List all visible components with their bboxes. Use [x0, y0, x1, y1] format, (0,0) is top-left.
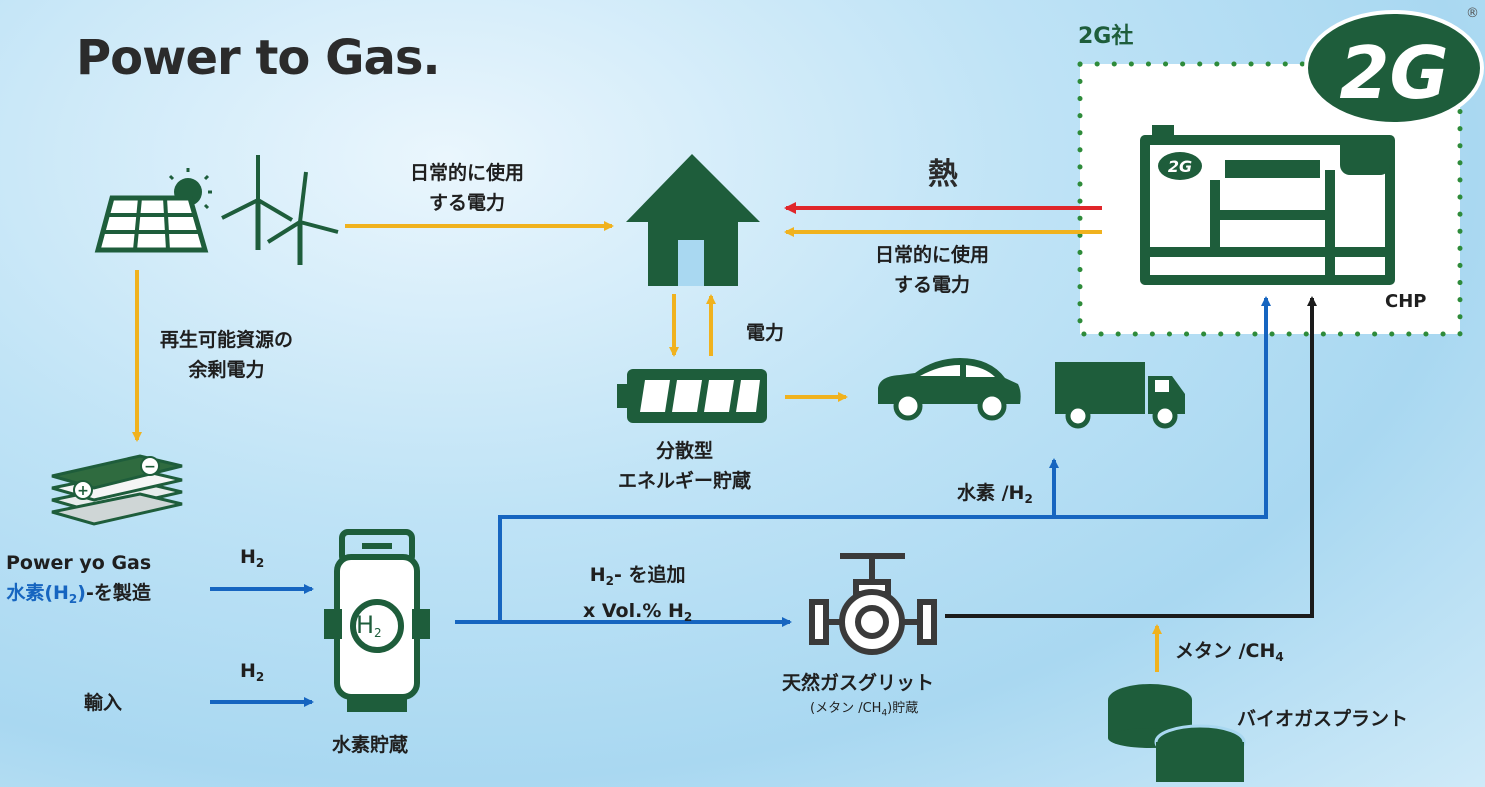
electrolyzer-icon: + −	[51, 454, 183, 526]
methane-label: メタン /CH4	[1175, 640, 1284, 664]
gas-grid-sub-label: (メタン /CH4)貯蔵	[810, 701, 919, 719]
energy-storage-label: 分散型エネルギー貯蔵	[618, 440, 752, 492]
wind-turbine-icon	[221, 155, 339, 265]
arrow-h2-to-chp	[498, 296, 1271, 622]
arrow-grid-to-chp	[945, 296, 1317, 618]
gas-valve-icon	[809, 553, 937, 655]
biogas-plant-icon	[1108, 684, 1246, 782]
h2-produce-label: H2	[240, 546, 265, 570]
power-to-gas-label: Power yo Gas 水素(H2)-を製造	[6, 552, 152, 606]
svg-text:2G: 2G	[1339, 31, 1448, 115]
biogas-plant-label: バイオガスプラント	[1237, 708, 1409, 730]
hydrogen-h2-label: 水素 /H2	[957, 482, 1033, 506]
daily-power-label: 日常的に使用する電力	[410, 162, 525, 214]
2g-logo-icon: 2G	[1304, 10, 1484, 126]
solar-panel-icon	[94, 168, 212, 253]
hydrogen-tank-icon	[324, 529, 430, 712]
page-title: Power to Gas.	[76, 30, 441, 86]
add-h2-label: H2- を追加 x Vol.% H2	[583, 564, 693, 624]
svg-text:−: −	[144, 459, 156, 475]
import-label: 輸入	[84, 692, 123, 714]
house-icon	[626, 154, 760, 286]
heat-label: 熱	[928, 157, 958, 192]
battery-icon	[617, 369, 767, 423]
hydrogen-storage-label: 水素貯蔵	[332, 734, 409, 756]
truck-icon	[1055, 362, 1185, 429]
chp-label: CHP	[1385, 291, 1427, 312]
svg-text:+: +	[77, 483, 89, 499]
electricity-label: 電力	[746, 322, 785, 344]
tank-h2-label: H2	[356, 611, 382, 640]
surplus-power-label: 再生可能資源の余剰電力	[160, 329, 294, 381]
h2-import-label: H2	[240, 660, 265, 684]
company-label: 2G社	[1078, 24, 1134, 49]
chp-engine-icon: 2G	[1140, 125, 1395, 285]
svg-text:2G: 2G	[1168, 157, 1192, 176]
daily-power-right-label: 日常的に使用する電力	[875, 244, 990, 296]
registered-mark: ®	[1466, 6, 1479, 21]
gas-grid-label: 天然ガスグリット	[782, 672, 935, 694]
car-icon	[878, 358, 1021, 421]
